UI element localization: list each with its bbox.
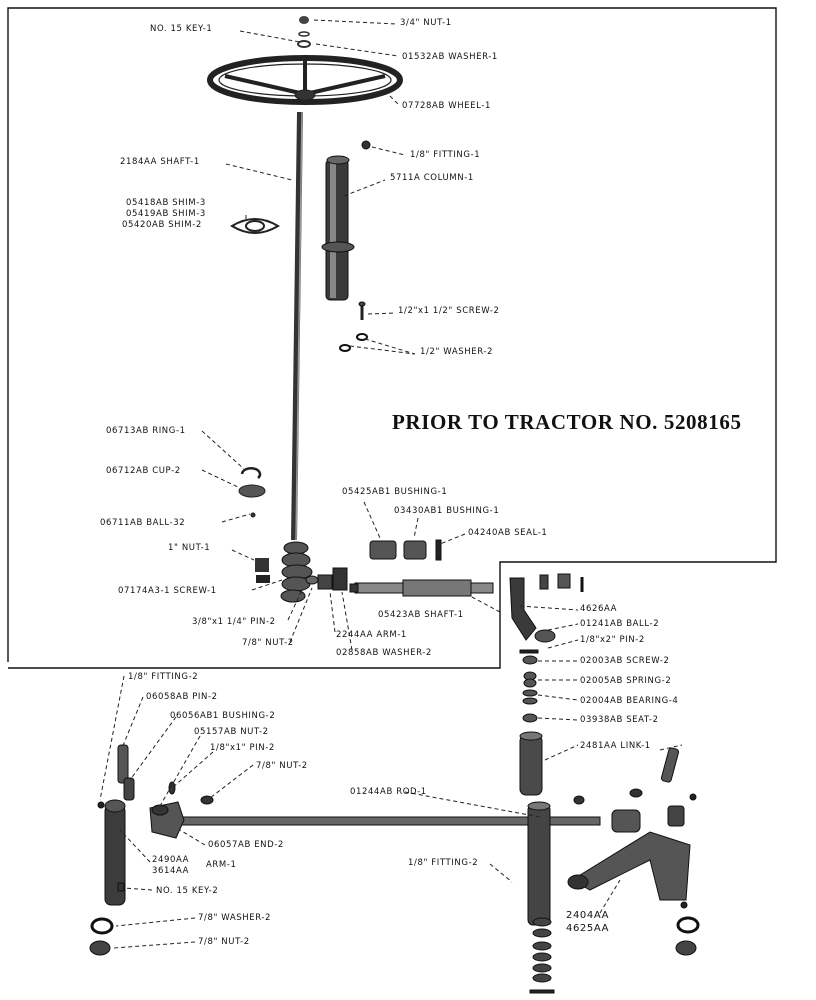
- label-ball32: 06711AB BALL-32: [100, 518, 186, 528]
- label-shaft-2184: 2184AA SHAFT-1: [120, 157, 200, 167]
- nut-washer-top: [297, 16, 311, 48]
- label-link-2481: 2481AA LINK-1: [580, 741, 651, 751]
- label-bushing-03430: 03430AB1 BUSHING-1: [394, 506, 500, 516]
- label-washer-02858: 02858AB WASHER-2: [336, 648, 432, 658]
- left-arm-drawing: [89, 744, 214, 956]
- steering-column-drawing: [321, 140, 371, 352]
- label-pin-38x114: 3/8"x1 1/4" PIN-2: [192, 617, 276, 627]
- leader-lines: [99, 19, 683, 949]
- steering-wheel-drawing: [207, 55, 403, 105]
- diagram-title: PRIOR TO TRACTOR NO. 5208165: [392, 410, 742, 434]
- label-arm-2404: 2404AA: [566, 910, 610, 921]
- label-nut-05157: 05157AB NUT-2: [194, 727, 269, 737]
- label-arm-2490: 2490AA: [152, 855, 190, 865]
- label-end-06057: 06057AB END-2: [208, 840, 284, 850]
- label-arm-4625: 4625AA: [566, 923, 610, 934]
- label-nut1: 1" NUT-1: [168, 543, 211, 553]
- steering-shaft-drawing: [255, 111, 313, 603]
- label-wheel: 07728AB WHEEL-1: [402, 101, 491, 111]
- label-washer-12: 1/2" WASHER-2: [420, 347, 494, 357]
- ring-cup-ball: [238, 467, 266, 518]
- label-rod-01244: 01244AB ROD-1: [350, 787, 427, 797]
- label-washer-01532: 01532AB WASHER-1: [402, 52, 498, 62]
- label-pin-06058: 06058AB PIN-2: [146, 692, 218, 702]
- right-arm-drawing: [567, 747, 700, 956]
- label-screw-12: 1/2"x1 1/2" SCREW-2: [398, 306, 500, 316]
- label-key15: NO. 15 KEY-1: [150, 24, 213, 34]
- label-ring: 06713AB RING-1: [106, 426, 186, 436]
- label-pin-18x2: 1/8"x2" PIN-2: [580, 635, 645, 645]
- label-washer-78: 7/8" WASHER-2: [198, 913, 272, 923]
- label-shim-05418: 05418AB SHIM-3: [126, 198, 206, 208]
- label-bushing-05425: 05425AB1 BUSHING-1: [342, 487, 448, 497]
- label-arm: ARM-1: [206, 860, 237, 870]
- label-screw-02003: 02003AB SCREW-2: [580, 656, 670, 666]
- label-nut-34: 3/4" NUT-1: [400, 18, 452, 28]
- label-screw-07174: 07174A3-1 SCREW-1: [118, 586, 217, 596]
- label-seat-03938: 03938AB SEAT-2: [580, 715, 659, 725]
- label-arm-3614: 3614AA: [152, 866, 190, 876]
- label-fitting-right: 1/8" FITTING-2: [408, 858, 479, 868]
- label-bearing-02004: 02004AB BEARING-4: [580, 696, 679, 706]
- label-arm-2244: 2244AA ARM-1: [336, 630, 407, 640]
- label-nut-78-mid: 7/8" NUT-2: [242, 638, 294, 648]
- label-nut-78-bottom: 7/8" NUT-2: [198, 937, 250, 947]
- label-fitting-top: 1/8" FITTING-1: [410, 150, 481, 160]
- label-nut-78-low: 7/8" NUT-2: [256, 761, 308, 771]
- tie-rod-drawing: [179, 801, 601, 994]
- label-shim-05420: 05420AB SHIM-2: [122, 220, 202, 230]
- link-stack-drawing: [519, 655, 543, 796]
- arm-shaft-drawing: [305, 567, 494, 597]
- label-4626: 4626AA: [580, 604, 618, 614]
- label-shim-05419: 05419AB SHIM-3: [126, 209, 206, 219]
- label-cup: 06712AB CUP-2: [106, 466, 181, 476]
- label-fitting-left: 1/8" FITTING-2: [128, 672, 199, 682]
- bushings-seal-drawing: [369, 539, 442, 561]
- assembly-frame: [7, 7, 777, 669]
- label-shaft-05423: 05423AB SHAFT-1: [378, 610, 464, 620]
- label-pin-18x1: 1/8"x1" PIN-2: [210, 743, 275, 753]
- label-ball-01241: 01241AB BALL-2: [580, 619, 660, 629]
- label-column: 5711A COLUMN-1: [390, 173, 474, 183]
- pitman-arm-drawing: [509, 573, 584, 654]
- label-key15-low: NO. 15 KEY-2: [156, 886, 219, 896]
- label-spring-02005: 02005AB SPRING-2: [580, 676, 672, 686]
- label-bushing-06056: 06056AB1 BUSHING-2: [170, 711, 276, 721]
- label-seal: 04240AB SEAL-1: [468, 528, 548, 538]
- shim-drawing: [230, 218, 280, 234]
